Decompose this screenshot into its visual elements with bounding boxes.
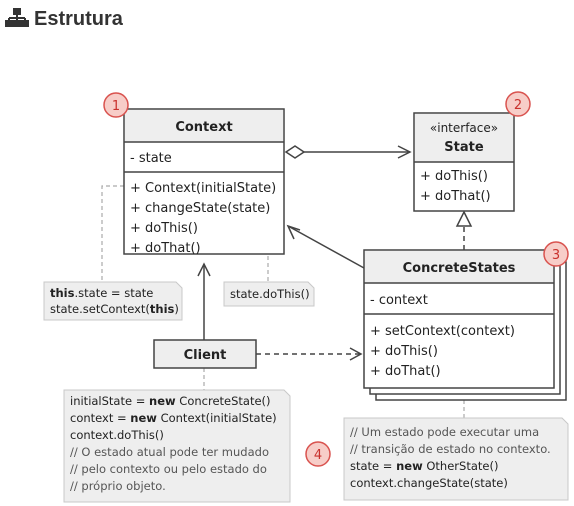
association-line [287, 225, 365, 269]
state-method-dothat: + doThat() [420, 189, 491, 204]
note-segment: new [130, 411, 157, 425]
note-segment: new [149, 394, 176, 408]
context-method-dothis: + doThis() [130, 221, 198, 236]
sitemap-icon [5, 8, 29, 27]
state-method-dothis: + doThis() [420, 169, 488, 184]
note-segment: state.doThis() [230, 287, 310, 301]
note-segment: context.changeState(state) [350, 476, 508, 490]
note-segment: new [396, 459, 423, 473]
note-client: initialState = new ConcreteState() contex… [63, 389, 291, 503]
state-stereotype: «interface» [430, 121, 498, 135]
state-interface-title: State [444, 140, 484, 155]
badge-2-label: 2 [514, 98, 522, 113]
concrete-method-dothis: + doThis() [370, 344, 438, 359]
association-arrowhead [286, 224, 301, 240]
note-segment: // próprio objeto. [70, 479, 166, 493]
note-segment: context = [70, 411, 130, 425]
badge-3-label: 3 [552, 248, 560, 263]
context-class-box: Context - state + Context(initialState) … [123, 108, 285, 256]
context-class-title: Context [175, 120, 232, 135]
header: Estrutura [5, 8, 124, 30]
badge-4: 4 [305, 441, 331, 467]
note-concrete-text: // Um estado pode executar uma // transiç… [350, 425, 551, 490]
badge-4-label: 4 [314, 448, 322, 463]
concrete-states-title: ConcreteStates [403, 261, 516, 276]
client-concrete-arrowhead [349, 347, 363, 361]
context-method-changestate: + changeState(state) [130, 201, 270, 216]
client-class-box: Client [153, 339, 257, 369]
realization-triangle [455, 210, 473, 227]
note-segment: this [150, 302, 175, 316]
note-context-dothis-text: state.doThis() [230, 287, 310, 301]
note-segment: // transição de estado no contexto. [350, 442, 551, 456]
client-class-title: Client [184, 348, 227, 363]
note-segment: Context(initialState) [157, 411, 277, 425]
note-segment: // O estado atual pode ter mudado [70, 445, 269, 459]
concrete-states-box: ConcreteStates - context + setContext(co… [363, 249, 567, 401]
aggregation-arrowhead [397, 145, 412, 159]
badge-3: 3 [543, 241, 569, 267]
note-segment: OtherState() [423, 459, 499, 473]
badge-1: 1 [103, 92, 129, 118]
note-concrete: // Um estado pode executar uma // transiç… [343, 417, 569, 501]
aggregation-diamond [284, 145, 306, 159]
concrete-method-dothat: + doThat() [370, 364, 441, 379]
note-segment: .state = state [74, 286, 153, 300]
note-segment: initialState = [70, 394, 149, 408]
context-method-constructor: + Context(initialState) [130, 181, 276, 196]
note-segment: context.doThis() [70, 428, 164, 442]
note-segment: state.setContext( [50, 302, 150, 316]
note-client-text: initialState = new ConcreteState() contex… [70, 394, 277, 493]
page-title: Estrutura [34, 8, 124, 30]
note-segment: ) [174, 302, 179, 316]
note-segment: state = [350, 459, 396, 473]
note-segment: this [50, 286, 75, 300]
context-field-state: - state [130, 151, 172, 166]
context-method-dothat: + doThat() [130, 241, 201, 256]
badge-2: 2 [505, 91, 531, 117]
client-context-arrowhead [197, 262, 211, 277]
connectors [197, 145, 473, 361]
note-segment: // Um estado pode executar uma [350, 425, 539, 439]
note-segment: // pelo contexto ou pelo estado do [70, 462, 267, 476]
badge-1-label: 1 [112, 99, 120, 114]
concrete-field-context: - context [370, 293, 428, 308]
state-interface-box: «interface» State + doThis() + doThat() [413, 112, 515, 212]
note-segment: ConcreteState() [176, 394, 271, 408]
note-context-dothis: state.doThis() [223, 281, 315, 307]
concrete-method-setcontext: + setContext(context) [370, 324, 515, 339]
